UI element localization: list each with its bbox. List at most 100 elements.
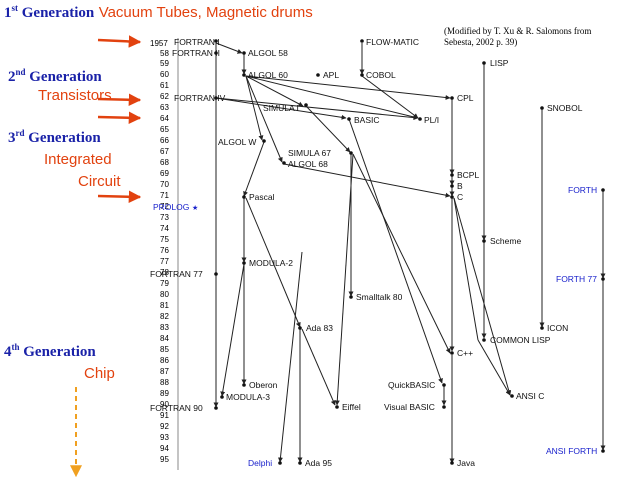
year-label: 72 <box>160 202 169 211</box>
generation-3-technology-line1: Integrated <box>44 151 112 168</box>
year-label: 61 <box>160 81 169 90</box>
lang-bcpl: BCPL <box>457 170 480 180</box>
year-label: 78 <box>160 268 169 277</box>
year-label: 65 <box>160 125 169 134</box>
year-label: 69 <box>160 169 169 178</box>
year-label: 87 <box>160 367 169 376</box>
lang-delphi: Delphi <box>248 458 273 468</box>
lang-cpl: CPL <box>457 93 474 103</box>
generation-2-heading: 2nd Generation <box>8 67 102 85</box>
source-credit-line2: Sebesta, 2002 p. 39) <box>444 37 518 48</box>
lang-prolog: PROLOG <box>153 202 190 212</box>
year-label: 66 <box>160 136 169 145</box>
svg-text:★: ★ <box>192 204 198 212</box>
lang-c-plus-plus: C++ <box>457 348 474 358</box>
lang-modula-3: MODULA-3 <box>226 392 270 402</box>
year-label: 67 <box>160 147 169 156</box>
year-label: 71 <box>160 191 169 200</box>
generation-3-technology-line2: Circuit <box>78 173 121 190</box>
lang-simula-i: SIMULA I <box>263 103 299 113</box>
generation-1-technology: Vacuum Tubes, Magnetic drums <box>98 4 313 21</box>
year-label: 84 <box>160 334 169 343</box>
lang-algol-58: ALGOL 58 <box>248 48 288 58</box>
lang-forth: FORTH <box>568 185 598 195</box>
lang-cobol: COBOL <box>366 70 396 80</box>
generation-4-technology: Chip <box>84 365 115 382</box>
lang-simula-67: SIMULA 67 <box>288 148 331 158</box>
year-label: 1957 <box>150 39 168 48</box>
year-label: 85 <box>160 345 169 354</box>
year-label: 76 <box>160 246 169 255</box>
lang-icon: ICON <box>547 323 569 333</box>
year-label: 82 <box>160 312 169 321</box>
year-label: 77 <box>160 257 169 266</box>
year-label: 58 <box>160 49 169 58</box>
lang-oberon: Oberon <box>249 380 278 390</box>
lang-quickbasic: QuickBASIC <box>388 380 436 390</box>
lang-fortran-90: FORTRAN 90 <box>150 403 203 413</box>
lang-forth-77: FORTH 77 <box>556 274 597 284</box>
year-label: 89 <box>160 389 169 398</box>
lang-eiffel: Eiffel <box>342 402 361 412</box>
lang-visual-basic: Visual BASIC <box>384 402 435 412</box>
lang-snobol: SNOBOL <box>547 103 583 113</box>
year-label: 95 <box>160 455 169 464</box>
lang-b: B <box>457 181 463 191</box>
year-label: 59 <box>160 59 169 68</box>
gen1-pointer-arrow <box>97 35 142 48</box>
lang-fortran-iv: FORTRAN IV <box>174 93 226 103</box>
lang-ada-83: Ada 83 <box>306 323 333 333</box>
year-label: 74 <box>160 224 169 233</box>
lang-fortran-i: FORTRAN I <box>174 37 220 47</box>
year-label: 75 <box>160 235 169 244</box>
generation-1-heading: 1st Generation Vacuum Tubes, Magnetic dr… <box>4 3 313 21</box>
lang-c: C <box>457 192 464 202</box>
lang-common-lisp: COMMON LISP <box>490 335 551 345</box>
year-label: 94 <box>160 444 169 453</box>
generation-4-heading: 4th Generation <box>4 342 96 360</box>
lang-lisp: LISP <box>490 58 509 68</box>
lang-ansi-c: ANSI C <box>516 391 545 401</box>
lang-fortran-77: FORTRAN 77 <box>150 269 203 279</box>
year-label: 63 <box>160 103 169 112</box>
year-label: 86 <box>160 356 169 365</box>
year-label: 90 <box>160 400 169 409</box>
gen2-pointer-arrow <box>97 93 142 106</box>
lang-apl: APL <box>323 70 340 80</box>
year-label: 93 <box>160 433 169 442</box>
year-label: 70 <box>160 180 169 189</box>
lang-algol-68: ALGOL 68 <box>288 159 328 169</box>
gen3-pointer-arrow <box>97 190 142 203</box>
lang-scheme: Scheme <box>490 236 522 246</box>
gen2-pointer-arrow-2 <box>97 111 142 124</box>
year-label: 91 <box>160 411 169 420</box>
lang-smalltalk-80: Smalltalk 80 <box>356 292 403 302</box>
source-credit: (Modified by T. Xu & R. Salomons from Se… <box>444 26 591 49</box>
year-label: 83 <box>160 323 169 332</box>
lang-flow-matic: FLOW-MATIC <box>366 37 420 47</box>
lang-java: Java <box>457 458 475 468</box>
year-label: 80 <box>160 290 169 299</box>
year-label: 60 <box>160 70 169 79</box>
year-label: 68 <box>160 158 169 167</box>
year-label: 79 <box>160 279 169 288</box>
lang-basic: BASIC <box>354 115 380 125</box>
year-label: 81 <box>160 301 169 310</box>
year-label: 73 <box>160 213 169 222</box>
source-credit-line1: (Modified by T. Xu & R. Salomons from <box>444 26 592 36</box>
lang-modula-2: MODULA-2 <box>249 258 293 268</box>
lang-ada-95: Ada 95 <box>305 458 332 468</box>
year-label: 64 <box>160 114 169 123</box>
generation-3-heading: 3rd Generation <box>8 128 101 146</box>
lang-pascal: Pascal <box>249 192 275 202</box>
generation-2-technology: Transistors <box>38 87 112 104</box>
year-label: 88 <box>160 378 169 387</box>
lang-algol-60: ALGOL 60 <box>248 70 288 80</box>
year-label: 92 <box>160 422 169 431</box>
year-label: 62 <box>160 92 169 101</box>
lang-pl-i: PL/I <box>424 115 440 125</box>
lang-ansi-forth: ANSI FORTH <box>546 446 598 456</box>
lang-fortran-ii: FORTRAN II <box>172 48 221 58</box>
lang-algol-w: ALGOL W <box>218 137 257 147</box>
